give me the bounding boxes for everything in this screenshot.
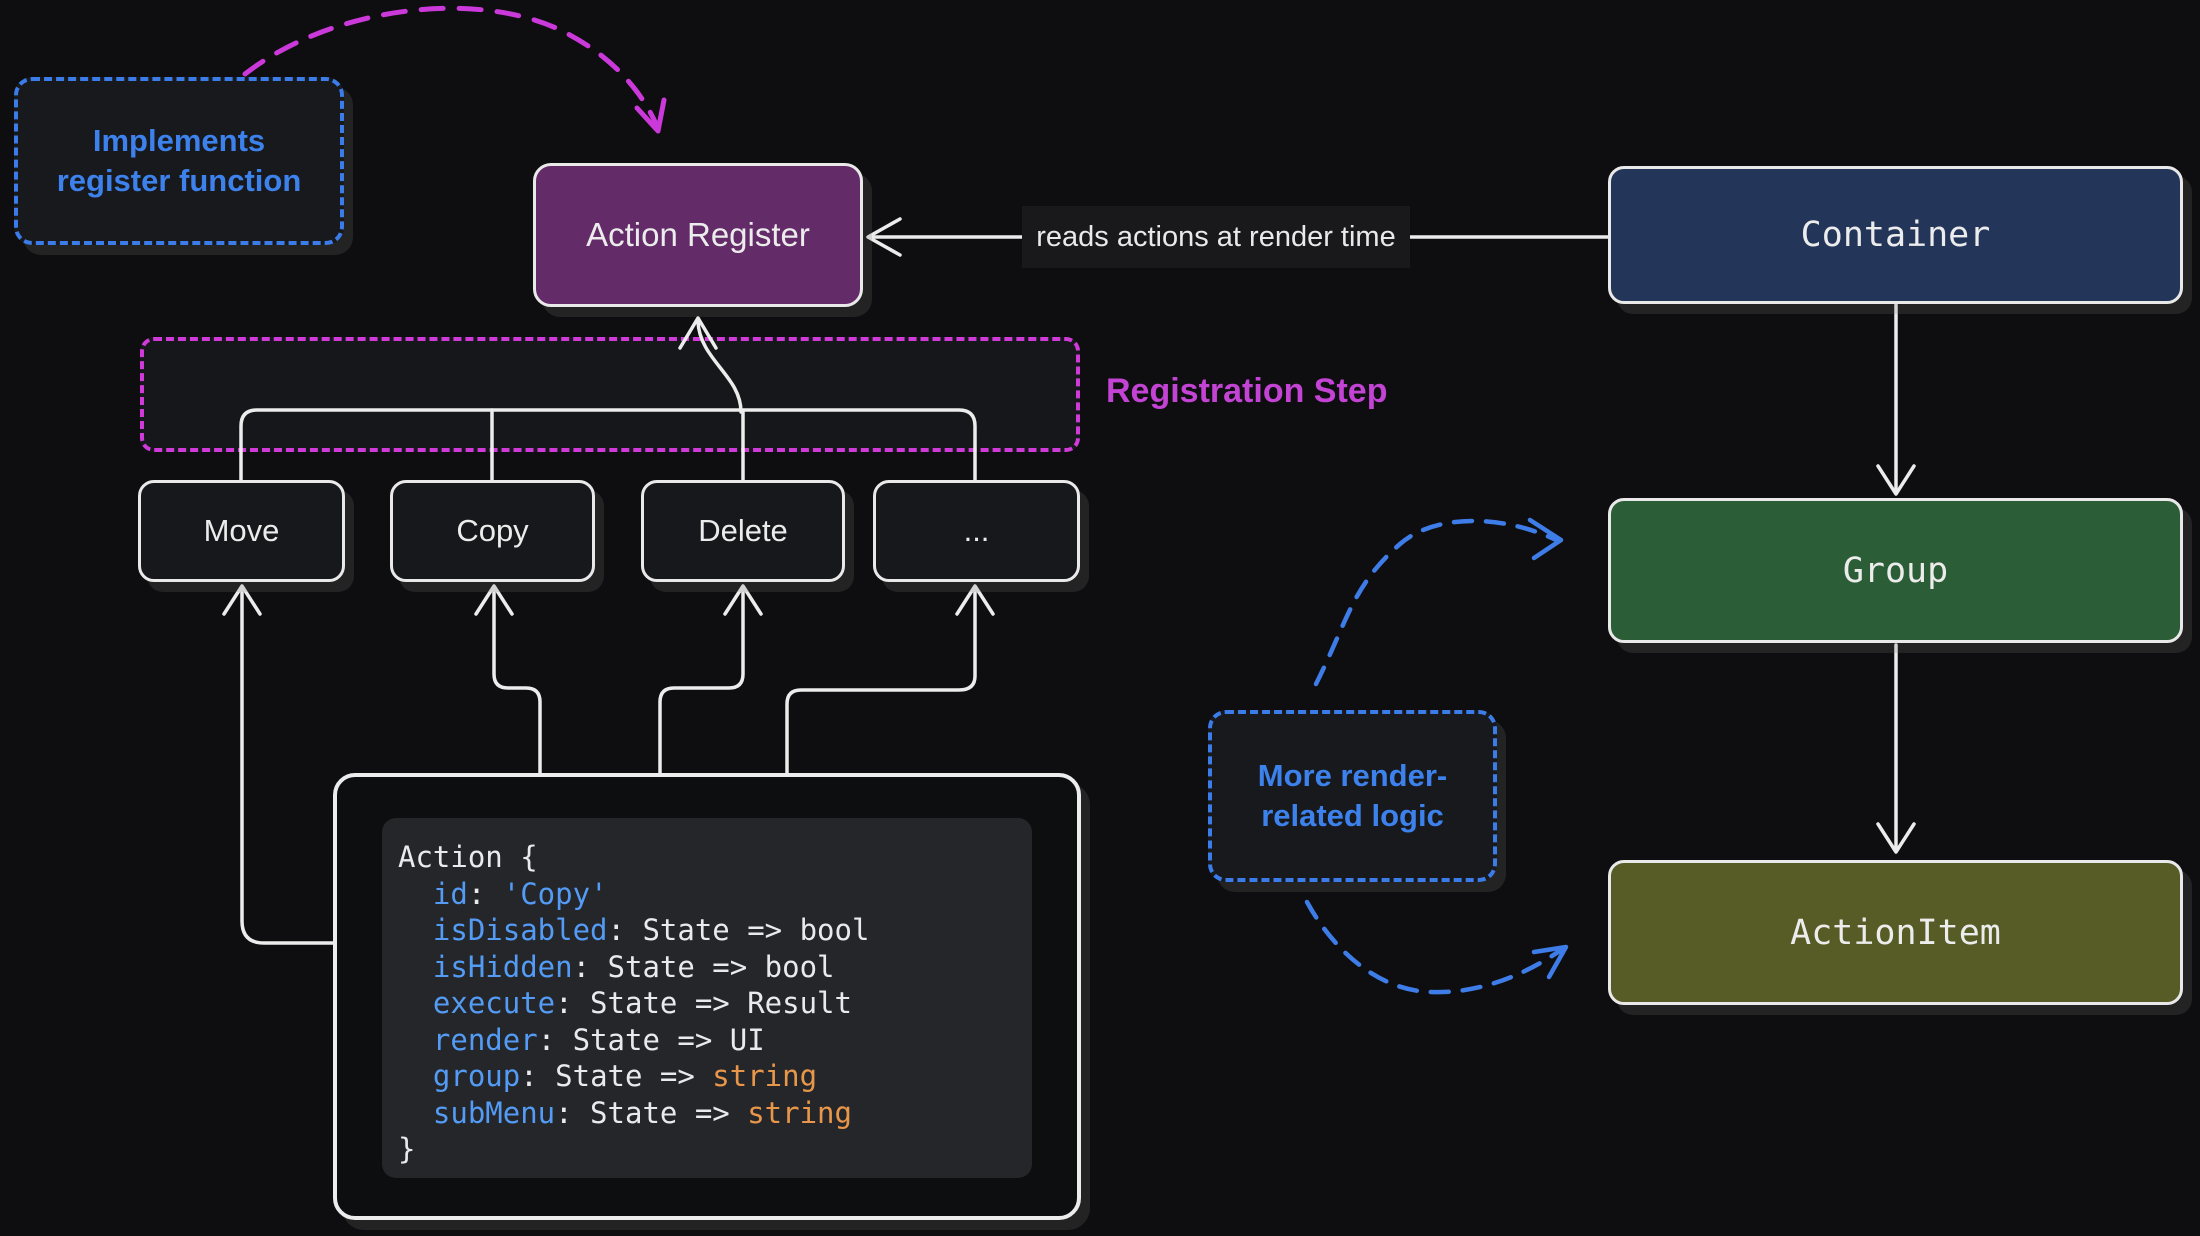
edge-implements-to-action-register bbox=[242, 5, 660, 129]
node-action-register: Action Register bbox=[533, 163, 863, 307]
arrowhead-magenta bbox=[634, 97, 667, 134]
edge-bus-to-action-register bbox=[696, 320, 743, 414]
code-lines: Action { id: 'Copy' isDisabled: State =>… bbox=[398, 840, 870, 1166]
arrowhead-blue-actionitem bbox=[1531, 944, 1569, 980]
node-group: Group bbox=[1608, 498, 2183, 643]
arrowhead-into-actionitem bbox=[1876, 822, 1916, 854]
arrowhead-into-group bbox=[1876, 464, 1916, 496]
edge-bus bbox=[239, 408, 977, 484]
registration-step-label: Registration Step bbox=[1106, 372, 1388, 410]
implements-note-line2: register function bbox=[56, 163, 302, 198]
edge-label-reads-actions: reads actions at render time bbox=[1022, 206, 1410, 268]
action-interface-code-panel: Action { id: 'Copy' isDisabled: State =>… bbox=[382, 818, 1032, 1178]
arrowhead-into-action-register-bottom bbox=[678, 316, 718, 350]
edge-code-to-delete bbox=[658, 588, 745, 777]
implements-note: Implements register function bbox=[14, 77, 344, 245]
edge-code-to-copy bbox=[492, 588, 542, 777]
arrowhead-into-action-register-right bbox=[866, 217, 902, 257]
node-copy: Copy bbox=[390, 480, 595, 582]
edge-more-logic-to-group bbox=[1313, 518, 1559, 687]
arrowhead-into-copy bbox=[474, 584, 514, 616]
registration-step-group-box bbox=[140, 337, 1080, 452]
node-container: Container bbox=[1608, 166, 2183, 304]
more-logic-note-line2: related logic bbox=[1261, 798, 1444, 833]
edge-more-logic-to-actionitem bbox=[1304, 899, 1567, 995]
node-delete: Delete bbox=[641, 480, 845, 582]
edge-code-to-move bbox=[240, 588, 337, 945]
more-logic-note-line1: More render- bbox=[1257, 758, 1448, 793]
arrowhead-blue-group bbox=[1527, 517, 1564, 561]
edge-code-to-ellipsis bbox=[785, 588, 977, 777]
node-move: Move bbox=[138, 480, 345, 582]
more-logic-note: More render- related logic bbox=[1208, 710, 1497, 882]
implements-note-line1: Implements bbox=[92, 123, 266, 158]
arrowhead-into-delete bbox=[723, 584, 763, 616]
arrowhead-into-move bbox=[222, 584, 262, 616]
arrowhead-into-ellipsis bbox=[955, 584, 995, 616]
node-ellipsis: ... bbox=[873, 480, 1080, 582]
node-actionitem: ActionItem bbox=[1608, 860, 2183, 1005]
